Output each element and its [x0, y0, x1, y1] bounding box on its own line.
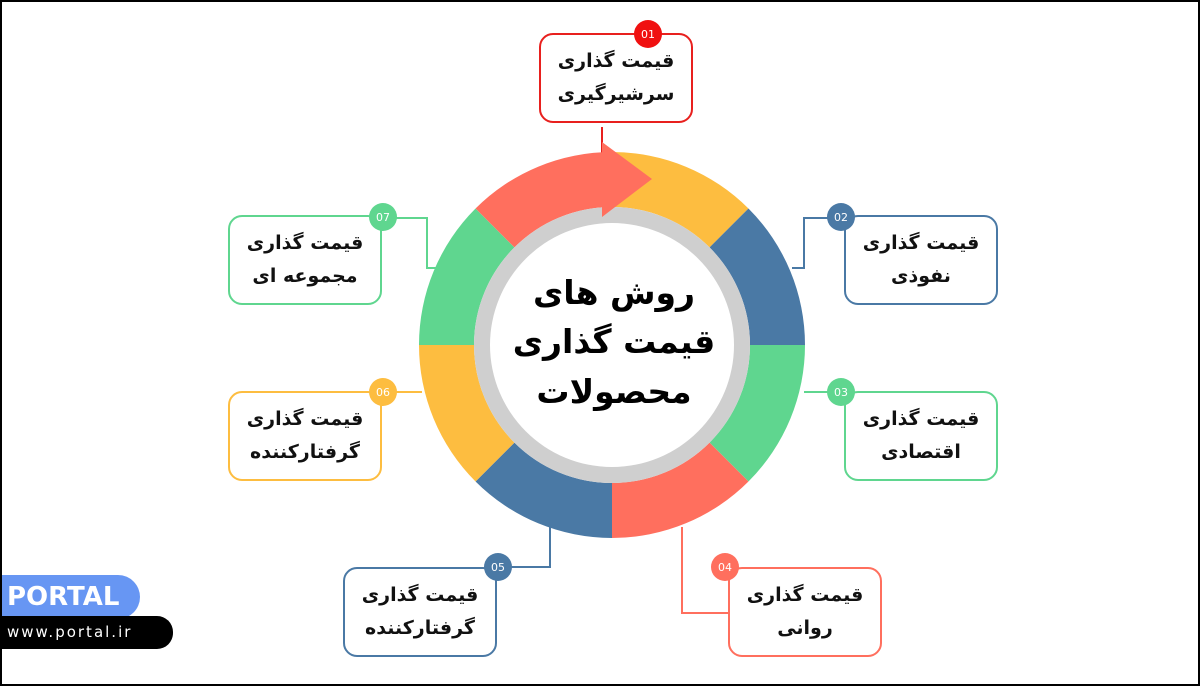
method-label: قیمت گذاری	[746, 583, 864, 606]
method-label: سرشیرگیری	[557, 83, 675, 105]
wheel-segment	[419, 345, 515, 482]
method-label: مجموعه ای	[252, 265, 358, 287]
center-title: روش های قیمت گذاری محصولات	[502, 252, 726, 432]
wheel-segment	[612, 442, 749, 538]
step-number-badge: 05	[484, 553, 512, 581]
wheel-segment	[475, 442, 612, 538]
method-box-02: قیمت گذاری نفوذی	[844, 215, 998, 305]
arrow-head-icon	[602, 142, 652, 217]
step-number-badge: 03	[827, 378, 855, 406]
step-number-badge: 01	[634, 20, 662, 48]
method-box-05: قیمت گذاری گرفتارکننده	[343, 567, 497, 657]
step-number-badge: 06	[369, 378, 397, 406]
method-label: قیمت گذاری	[862, 231, 980, 254]
method-label: گرفتارکننده	[250, 441, 360, 463]
step-number-badge: 07	[369, 203, 397, 231]
inner-disc	[490, 223, 734, 467]
step-number-badge: 04	[711, 553, 739, 581]
method-box-03: قیمت گذاری اقتصادی	[844, 391, 998, 481]
method-box-07: قیمت گذاری مجموعه ای	[228, 215, 382, 305]
method-box-06: قیمت گذاری گرفتارکننده	[228, 391, 382, 481]
method-box-01: قیمت گذاری سرشیرگیری	[539, 33, 693, 123]
center-title-line: روش های	[532, 272, 696, 312]
method-label: قیمت گذاری	[557, 49, 675, 72]
method-label: قیمت گذاری	[862, 407, 980, 430]
wheel-segment	[419, 208, 515, 345]
connector-line	[681, 527, 728, 614]
portal-logo: PORTAL	[2, 575, 140, 619]
connector-line	[384, 217, 437, 269]
method-label: قیمت گذاری	[361, 583, 479, 606]
method-label: گرفتارکننده	[365, 617, 475, 639]
wheel-segment	[709, 208, 805, 345]
connector-line	[792, 217, 844, 269]
method-label: اقتصادی	[881, 441, 961, 463]
step-number-badge: 02	[827, 203, 855, 231]
portal-url: www.portal.ir	[2, 616, 173, 649]
wheel-segment	[709, 345, 805, 482]
wheel-segment	[475, 152, 612, 248]
method-label: قیمت گذاری	[246, 231, 364, 254]
center-title-line: قیمت گذاری	[512, 322, 716, 362]
method-label: روانی	[777, 617, 833, 639]
connector-line	[500, 527, 551, 568]
method-label: نفوذی	[891, 265, 951, 287]
center-title-line: محصولات	[536, 371, 692, 411]
method-label: قیمت گذاری	[246, 407, 364, 430]
method-box-04: قیمت گذاری روانی	[728, 567, 882, 657]
